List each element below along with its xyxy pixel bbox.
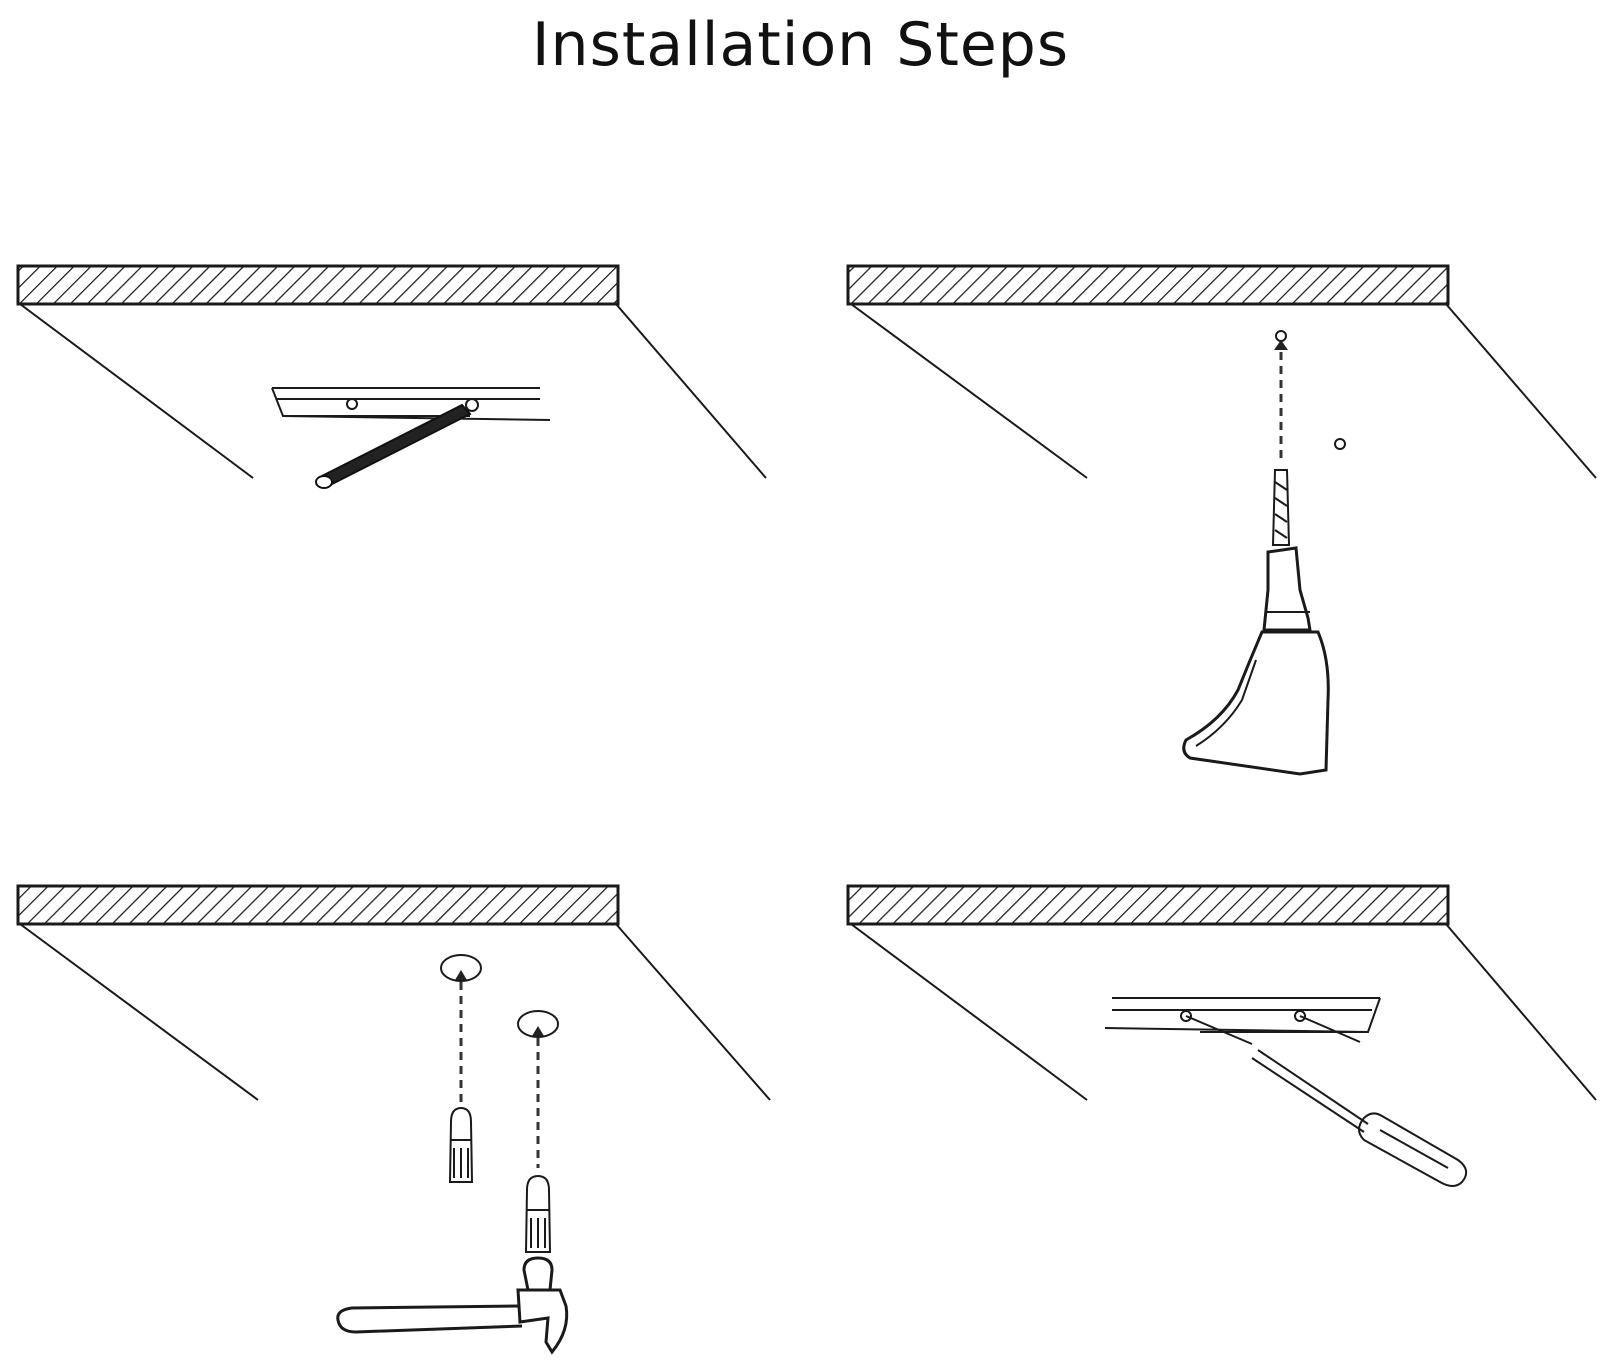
ceiling-edge-left [19,303,254,479]
ceiling-slab [846,264,1450,306]
ceiling-edge-right [1445,303,1597,479]
bracket-icon [271,387,551,421]
page-title: Installation Steps [531,10,1070,80]
ceiling-slab [16,884,620,926]
step-1-mark-holes [16,264,767,489]
step-3-insert-anchors [16,884,771,1355]
ceiling-edge-left [850,923,1088,1101]
ceiling-edge-right [1445,923,1597,1101]
wall-anchor-right [517,1010,559,1253]
ceiling-edge-left [19,923,259,1101]
step-4-screw-bracket [846,884,1597,1187]
wall-anchor-icon [448,1106,474,1183]
bracket-icon [1104,997,1381,1045]
ceiling-edge-left [850,303,1088,479]
step-2-drill-holes [846,264,1597,776]
ceiling-edge-right [615,303,767,479]
ceiling-edge-right [615,923,771,1101]
ceiling-slab [16,264,620,306]
ceiling-slab [846,884,1450,926]
wall-anchor-icon [524,1174,552,1253]
pencil-icon [315,403,472,489]
drill-icon [1182,469,1330,776]
second-hole-marker [1334,438,1346,450]
hammer-icon [336,1256,569,1355]
wall-anchor-left [440,954,482,1183]
screwdriver-icon [1251,1049,1468,1187]
drill-hole-marker [1274,330,1288,350]
